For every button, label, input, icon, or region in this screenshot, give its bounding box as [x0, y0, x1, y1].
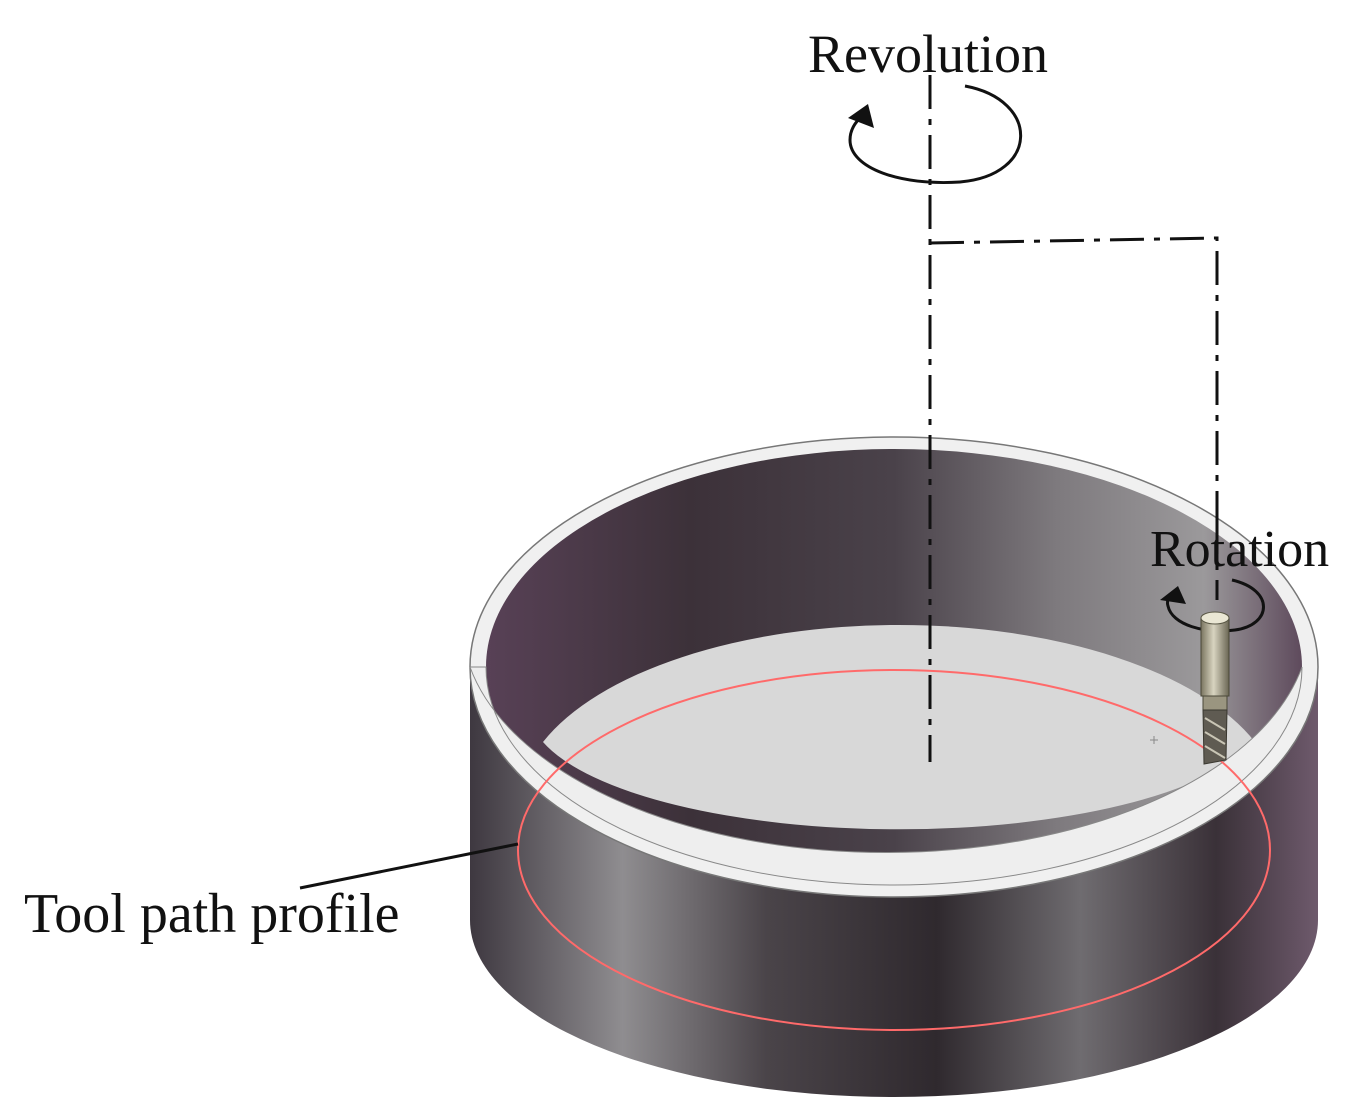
front-rim-edge — [469, 666, 1303, 886]
outer-wall — [470, 667, 1318, 1097]
cylindrical-workpiece — [469, 436, 1319, 1097]
tool-path-profile-label: Tool path profile — [24, 883, 400, 945]
revolution-label: Revolution — [808, 24, 1048, 84]
tool-path-ellipse — [517, 669, 1271, 1031]
floor — [543, 624, 1255, 830]
revolution-arrow-icon — [848, 84, 1023, 185]
revolution-axis — [928, 75, 1219, 762]
rotation-label: Rotation — [1150, 521, 1329, 578]
center-mark — [1150, 736, 1158, 744]
tool-path-leader-line — [299, 842, 519, 890]
end-mill-icon — [1200, 611, 1230, 765]
